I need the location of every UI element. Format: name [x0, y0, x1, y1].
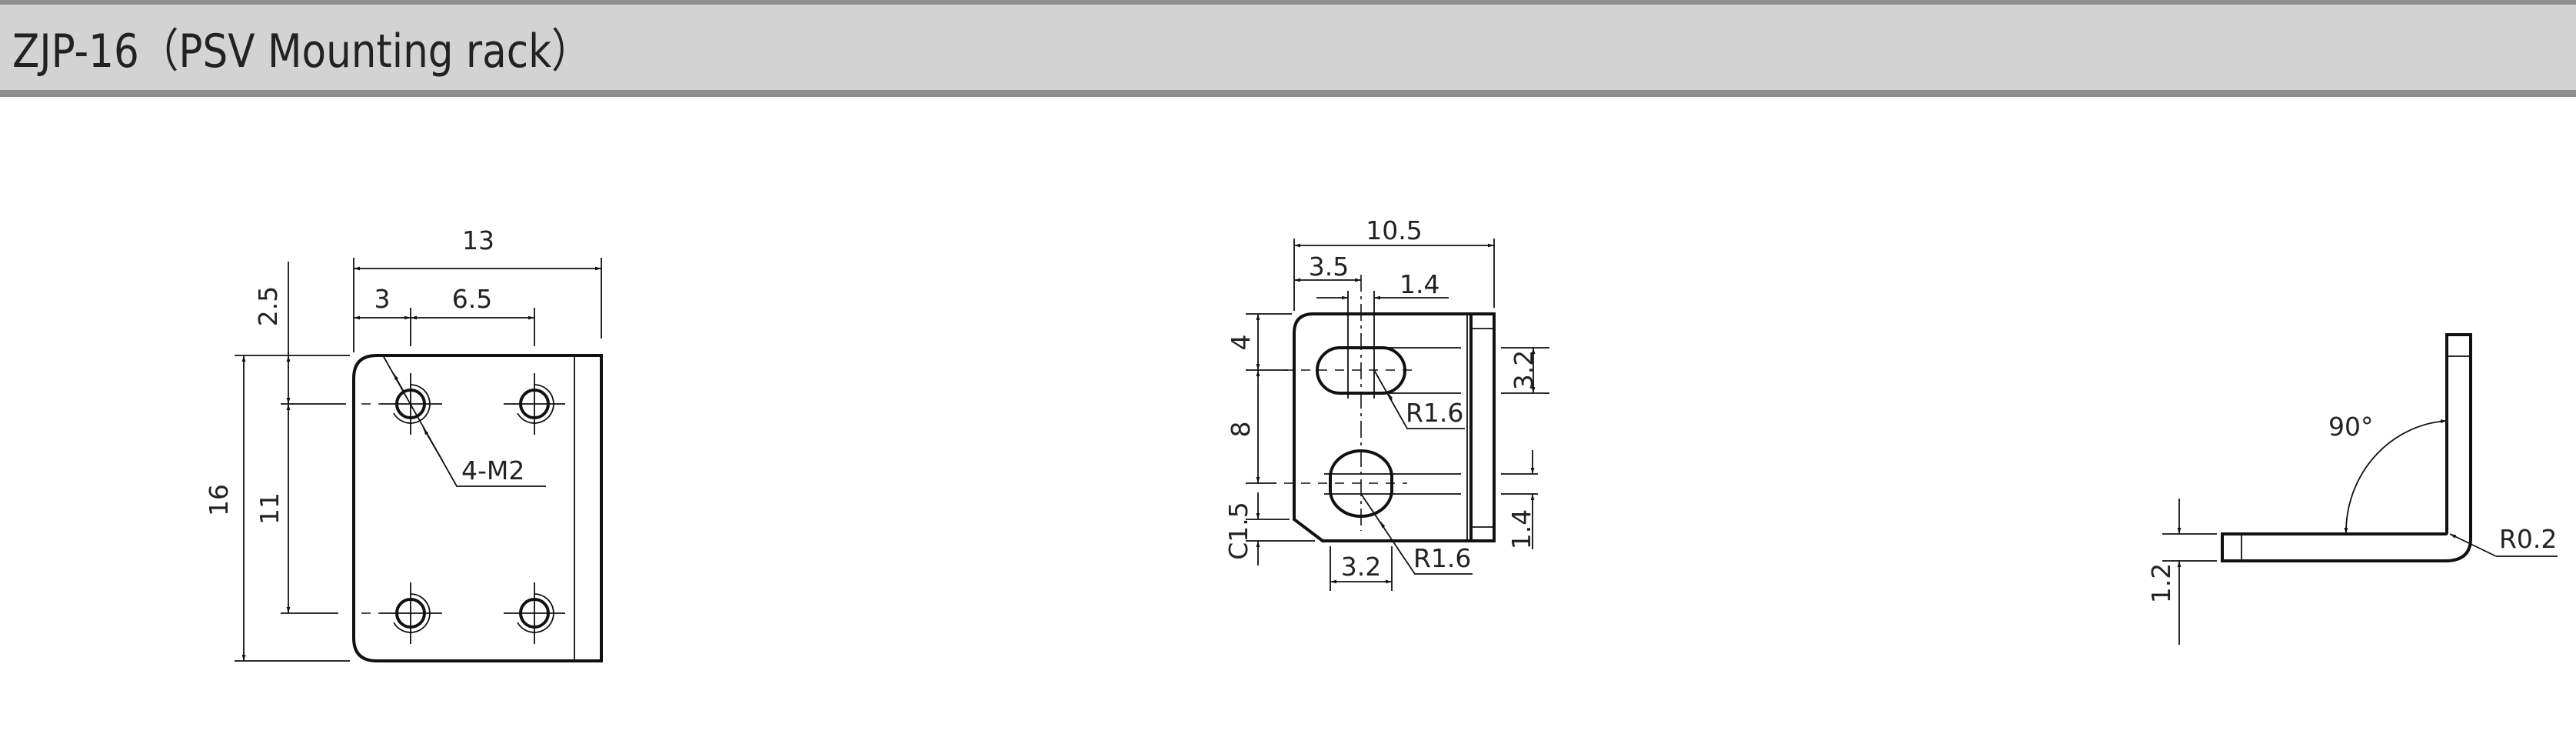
dim-hole-offset-y: 2.5 — [253, 286, 283, 326]
dim-slot-pitch: 8 — [1226, 422, 1256, 438]
hole-callout: 4-M2 — [461, 455, 524, 485]
page-title: ZJP-16（PSV Mounting rack） — [12, 25, 591, 78]
profile-view: 90° R0.2 1.2 — [2146, 333, 2558, 645]
radius-leader — [2449, 533, 2497, 557]
radius-leader — [1373, 369, 1465, 429]
dim-radius-top: R1.6 — [1406, 398, 1463, 428]
dim-slot-offset-y: 4 — [1226, 335, 1256, 351]
bracket-outline — [1293, 312, 1496, 542]
dim-hole-offset-x: 3 — [374, 284, 391, 314]
hole-icon — [504, 582, 565, 644]
dim-slot-gap-right: 1.4 — [1506, 509, 1536, 549]
dim-radius-bottom: R1.6 — [1413, 543, 1471, 573]
front-view: 13 3 6.5 2.5 11 16 4-M2 — [204, 225, 603, 662]
radius-leader — [1360, 493, 1473, 575]
header-band — [0, 5, 2576, 90]
dim-bend-radius: R0.2 — [2499, 524, 2557, 554]
hole-icon — [504, 373, 565, 435]
plate-outline — [352, 354, 603, 662]
mounting-holes — [361, 373, 565, 644]
dim-angle: 90° — [2328, 412, 2374, 442]
hole-icon — [381, 582, 442, 644]
leader-arrow — [393, 373, 404, 392]
dim-slot-gap: 1.4 — [1399, 269, 1439, 299]
dim-chamfer: C1.5 — [1223, 502, 1253, 560]
dim-slot-width-right: 3.2 — [1509, 350, 1539, 390]
dim-height: 16 — [204, 484, 234, 516]
dim-thickness: 1.2 — [2146, 563, 2176, 603]
extension-lines — [1246, 239, 1549, 591]
hole-icon — [381, 373, 442, 435]
angle-arc — [2344, 419, 2448, 535]
dim-slot-offset-x: 3.5 — [1309, 252, 1349, 282]
leader-arrow — [423, 428, 443, 461]
dim-hole-pitch-y: 11 — [255, 492, 285, 525]
header-top-rule — [0, 0, 2576, 5]
dim-width: 13 — [462, 225, 494, 255]
dim-hole-pitch-x: 6.5 — [452, 284, 492, 314]
extension-lines — [235, 258, 602, 662]
side-view: 10.5 3.5 1.4 4 8 C1.5 3.2 1.4 3.2 R1.6 R… — [1223, 215, 1549, 591]
dim-slot-width-bottom: 3.2 — [1341, 552, 1381, 582]
header-bottom-rule — [0, 90, 2576, 97]
hole-callout-leader — [382, 355, 546, 487]
dim-width: 10.5 — [1366, 215, 1422, 245]
